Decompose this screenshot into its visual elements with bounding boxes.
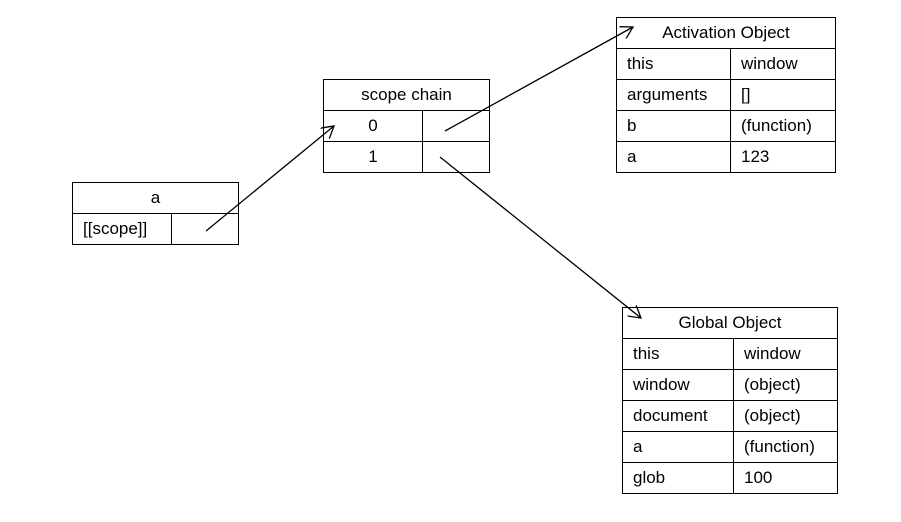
ao-key: a: [616, 141, 731, 173]
scope-key: [[scope]]: [72, 213, 172, 245]
scope-chain-ref-0: [422, 110, 490, 142]
go-value: 100: [733, 462, 838, 494]
scope-chain-index-1: 1: [323, 141, 423, 173]
scope-chain-box: scope chain 0 1: [323, 79, 490, 173]
go-value: window: [733, 338, 838, 370]
function-a-title: a: [72, 182, 239, 214]
ao-value: window: [730, 48, 836, 80]
go-key: this: [622, 338, 734, 370]
scope-chain-index-0: 0: [323, 110, 423, 142]
ao-value: 123: [730, 141, 836, 173]
global-object-title: Global Object: [622, 307, 838, 339]
go-key: document: [622, 400, 734, 432]
activation-object-title: Activation Object: [616, 17, 836, 49]
arrow-chain1-to-global-object: [439, 156, 641, 318]
ao-value: []: [730, 79, 836, 111]
function-a-box: a [[scope]]: [72, 182, 239, 245]
ao-key: arguments: [616, 79, 731, 111]
ao-key: this: [616, 48, 731, 80]
go-value: (object): [733, 369, 838, 401]
go-value: (object): [733, 400, 838, 432]
go-value: (function): [733, 431, 838, 463]
go-key: window: [622, 369, 734, 401]
scope-chain-ref-1: [422, 141, 490, 173]
ao-key: b: [616, 110, 731, 142]
scope-chain-title: scope chain: [323, 79, 490, 111]
ao-value: (function): [730, 110, 836, 142]
go-key: glob: [622, 462, 734, 494]
go-key: a: [622, 431, 734, 463]
scope-value: [171, 213, 239, 245]
